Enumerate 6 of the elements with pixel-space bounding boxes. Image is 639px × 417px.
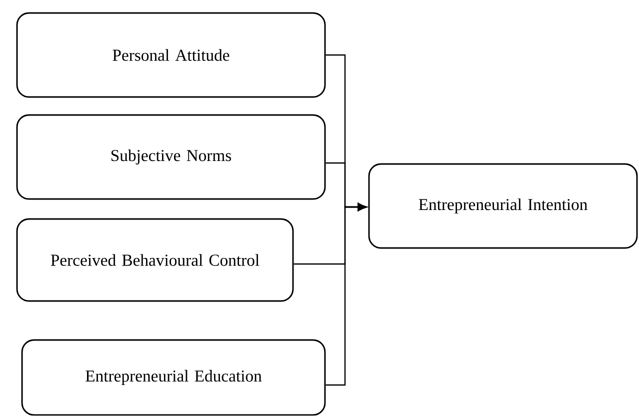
process-box: Perceived Behavioural Control bbox=[16, 218, 294, 302]
arrow bbox=[326, 202, 367, 386]
process-box: Entrepreneurial Education bbox=[21, 339, 326, 416]
process-box: Personal Attitude bbox=[16, 12, 326, 98]
process-box: Subjective Norms bbox=[16, 114, 326, 200]
process-box: Entrepreneurial Intention bbox=[368, 163, 638, 249]
